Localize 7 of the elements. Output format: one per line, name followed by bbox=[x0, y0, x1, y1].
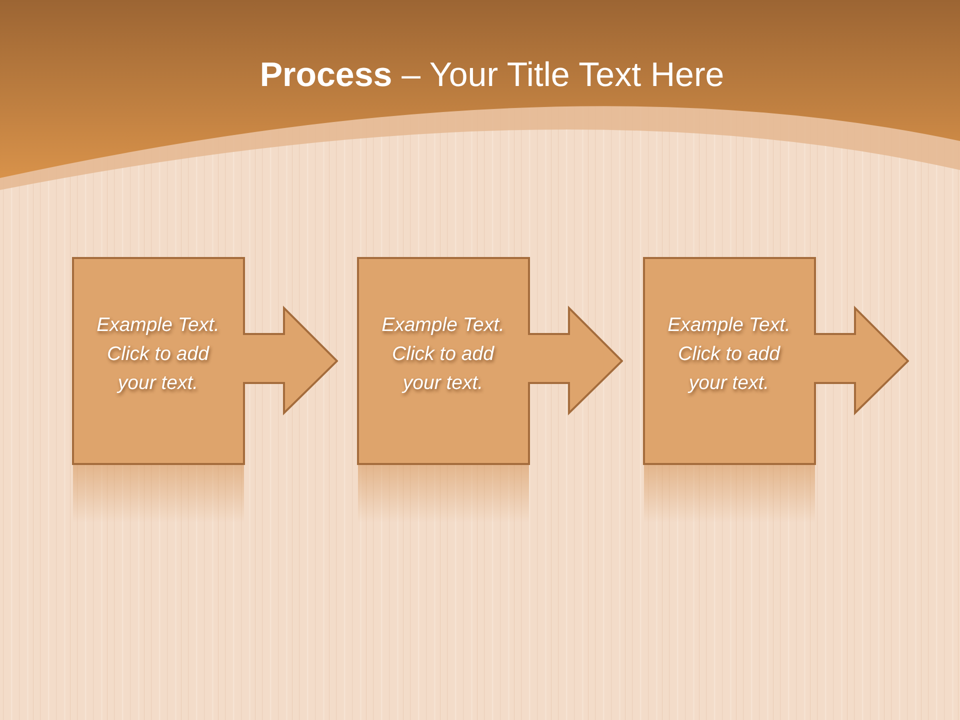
process-arrow-box bbox=[72, 257, 338, 465]
process-arrow-box bbox=[643, 257, 909, 465]
step-text: Example Text. Click to add your text. bbox=[666, 312, 792, 396]
slide-title: Process – Your Title Text Here bbox=[260, 55, 724, 96]
process-arrow-box bbox=[357, 257, 623, 465]
step-text: Example Text. Click to add your text. bbox=[380, 312, 506, 396]
step-text: Example Text. Click to add your text. bbox=[96, 312, 220, 396]
